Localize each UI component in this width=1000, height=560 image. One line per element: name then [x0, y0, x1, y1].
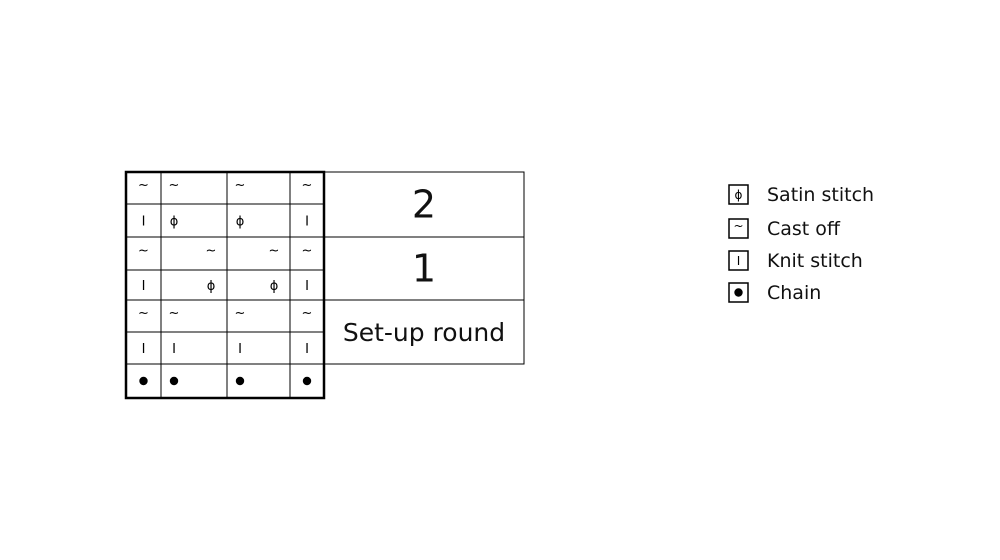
cast-off-symbol: ~ [235, 306, 246, 321]
satin-stitch-symbol: ϕ [236, 215, 245, 230]
legend-item: Chain [728, 282, 821, 304]
cast-off-symbol: ~ [169, 178, 180, 193]
legend-item: I Knit stitch [728, 250, 863, 272]
knit-stitch-symbol: I [305, 279, 309, 294]
cast-off-symbol: ~ [138, 178, 149, 193]
knit-stitch-symbol: I [172, 342, 176, 357]
legend-item: ϕ Satin stitch [728, 184, 874, 206]
round-label: 1 [412, 247, 436, 291]
legend-item: ~ Cast off [728, 218, 841, 240]
cast-off-symbol: ~ [206, 244, 217, 259]
cast-off-symbol: ~ [138, 306, 149, 321]
cast-off-symbol: ~ [138, 244, 149, 259]
knit-stitch-symbol: I [142, 215, 146, 230]
knit-stitch-icon [728, 250, 749, 271]
cast-off-symbol: ~ [302, 306, 313, 321]
knit-stitch-symbol: I [305, 215, 309, 230]
cast-off-symbol: ~ [302, 178, 313, 193]
round-label: Set-up round [343, 318, 505, 347]
chain-symbol [139, 376, 148, 386]
legend-label: Chain [767, 282, 821, 304]
cast-off-symbol: ~ [269, 244, 280, 259]
chain-symbol [302, 376, 312, 386]
satin-stitch-symbol: ϕ [270, 279, 279, 294]
cast-off-symbol: ~ [302, 244, 313, 259]
legend-label: Knit stitch [767, 250, 863, 272]
cast-off-icon-mark: ~ [733, 219, 743, 233]
knit-stitch-symbol: I [305, 342, 309, 357]
legend-label: Satin stitch [767, 184, 874, 206]
cast-off-symbol: ~ [235, 178, 246, 193]
round-label: 2 [412, 183, 436, 227]
chain-icon [728, 282, 749, 303]
satin-stitch-icon-mark: ϕ [735, 188, 743, 202]
satin-stitch-symbol: ϕ [170, 215, 179, 230]
knit-stitch-symbol: I [238, 342, 242, 357]
knit-stitch-symbol: I [142, 342, 146, 357]
chain-symbol [235, 376, 245, 386]
satin-stitch-symbol: ϕ [207, 279, 216, 294]
cast-off-symbol: ~ [169, 306, 180, 321]
knit-stitch-icon-mark: I [737, 254, 741, 268]
knit-stitch-symbol: I [142, 279, 146, 294]
round-box [323, 299, 525, 365]
cast-off-icon [728, 218, 749, 239]
chain-symbol [169, 376, 179, 386]
satin-stitch-icon [728, 184, 749, 205]
chain-icon-mark [734, 288, 743, 297]
legend-label: Cast off [767, 218, 841, 240]
